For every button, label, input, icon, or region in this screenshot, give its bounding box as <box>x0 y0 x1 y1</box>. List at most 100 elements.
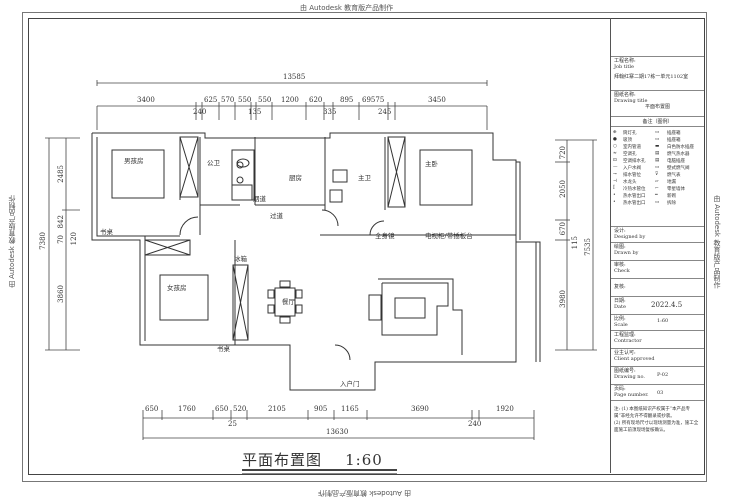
room-label-desk-1: 书桌 <box>100 228 113 236</box>
legend-label: 空调孔 <box>623 152 637 157</box>
note-1: 注: (1) 本图纸知识产权属于“本产品专属”非经允许不得翻录或抄袭。 <box>614 407 691 419</box>
scale-value: 1:60 <box>657 318 669 324</box>
dim-bottom-seg: 1920 <box>496 405 514 413</box>
legend-symbol: ⊸ <box>613 172 617 177</box>
legend-label: 吸顶 <box>623 138 632 143</box>
dim-right-seg: 670 <box>559 222 567 236</box>
drawing-title-label: 图纸名称: <box>614 92 636 98</box>
room-label-public-bath: 公卫 <box>207 159 220 167</box>
contractor-section: 工程监理: Contractor <box>611 330 704 348</box>
job-title-value: 拜翰红寨二期17栋一单元1102室 <box>614 74 689 80</box>
legend-label: 燃气热水器 <box>667 152 690 157</box>
dim-bottom-seg: 650 <box>145 405 159 413</box>
contractor-label-en: Contractor <box>614 338 642 344</box>
room-label-kitchen: 厨房 <box>289 174 302 182</box>
legend-label: 插座箱 <box>667 138 681 143</box>
dim-left-seg: 2485 <box>57 165 65 183</box>
legend-label: 拆除 <box>667 201 676 206</box>
dim-bottom-overall: 13630 <box>326 428 349 436</box>
room-label-girl-room: 女孩房 <box>167 284 187 292</box>
dim-left-seg: 120 <box>70 232 78 246</box>
legend-label: 热水管出口 <box>623 201 646 206</box>
room-label-corridor: 过道 <box>270 212 283 220</box>
drawing-title-section: 图纸名称: Drawing title 平面布置图 <box>611 90 704 116</box>
legend-label: 白色防水插座 <box>667 145 694 150</box>
date-section: 日期: Date 2022.4.5 <box>611 296 704 314</box>
room-label-desk-2: 书桌 <box>217 345 230 353</box>
legend-label: 零星墙体 <box>667 187 685 192</box>
legend-symbol: ⊣ <box>613 179 617 184</box>
legend-symbol: • <box>613 200 616 205</box>
title-underline-thin <box>242 473 397 474</box>
legend-symbol: ▤ <box>655 158 660 163</box>
page-label: 页码: <box>614 386 626 392</box>
dim-bottom-sub: 240 <box>468 420 482 428</box>
legend-symbol: ○ <box>613 144 617 149</box>
dim-top-seg: 620 <box>309 96 323 104</box>
room-label-boy-room: 男孩房 <box>124 157 144 165</box>
dim-top-sub: 245 <box>378 108 392 116</box>
job-title-label-en: Job title <box>614 64 634 70</box>
legend-symbol: ⊡ <box>613 158 617 163</box>
dim-bottom-seg: 3690 <box>411 405 429 413</box>
dim-top-seg: 550 <box>258 96 272 104</box>
legend-symbol: Ǐ <box>613 186 615 191</box>
drawing-no-label: 图纸编号: <box>614 368 636 374</box>
dim-right-seg: 720 <box>559 146 567 160</box>
page-value: 03 <box>657 390 664 396</box>
legend-symbol: ▭ <box>655 137 660 142</box>
notes-section: 注: (1) 本图纸知识产权属于“本产品专属”非经允许不得翻录或抄袭。 (2) … <box>611 400 704 473</box>
legend-label: 室内管道 <box>623 145 641 150</box>
check-label-en: Check <box>614 268 630 274</box>
legend-label: 插座箱 <box>667 131 681 136</box>
legend-symbol: ▭ <box>655 130 660 135</box>
legend-grid: ⊕筒灯孔▭插座箱●吸顶▭插座箱○室内管道▬白色防水插座≈空调孔▤燃气热水器⊡空调… <box>611 127 704 209</box>
legend-symbol: ⌐ <box>655 186 659 191</box>
legend-symbol: ▭ <box>655 200 660 205</box>
check-label: 审核: <box>614 262 626 268</box>
drawing-no-value: P-02 <box>657 372 669 378</box>
revise-label: 复核: <box>614 284 626 290</box>
drawing-no-section: 图纸编号: Drawing no. P-02 <box>611 366 704 384</box>
scale-label: 比例: <box>614 316 626 322</box>
legend-label: 水龙头 <box>623 180 637 185</box>
room-label-smoke-duct: 烟道 <box>253 195 266 203</box>
dim-right-seg: 115 <box>571 236 579 250</box>
legend-symbol: ▤ <box>655 151 660 156</box>
remarks-header: 备注（图例） <box>611 116 704 126</box>
dim-top-sub: 335 <box>323 108 337 116</box>
room-label-master-bed: 主卧 <box>425 160 438 168</box>
designed-by-label: 设计: <box>614 228 626 234</box>
dim-top-seg: 895 <box>340 96 354 104</box>
legend-label: 新砌 <box>667 194 676 199</box>
legend-section: ⊕筒灯孔▭插座箱●吸顶▭插座箱○室内管道▬白色防水插座≈空调孔▤燃气热水器⊡空调… <box>611 126 704 226</box>
client-label-en: Client approved <box>614 356 655 362</box>
dim-top-seg: 3450 <box>428 96 446 104</box>
drawing-title-value: 平面布置图 <box>644 104 670 110</box>
client-section: 业主认可: Client approved <box>611 348 704 366</box>
dim-bottom-seg: 2105 <box>268 405 286 413</box>
dim-top-seg: 3400 <box>137 96 155 104</box>
date-label: 日期: <box>614 298 626 304</box>
room-label-tv-cabinet: 电视柜/带插板台 <box>425 232 473 240</box>
watermark-right: 由 Autodesk 教育版产品制作 <box>713 195 721 289</box>
dim-right-seg: 3980 <box>559 290 567 308</box>
dim-bottom-sub: 25 <box>228 420 237 428</box>
job-title-label: 工程名称: <box>614 58 636 64</box>
page-section: 页码: Page number. 03 <box>611 384 704 400</box>
dim-top-sub: 240 <box>193 108 207 116</box>
legend-label: 壁式燃气阀 <box>667 166 690 171</box>
drawing-scale: 1:60 <box>345 451 383 469</box>
dim-top-sub: 135 <box>248 108 262 116</box>
dim-bottom-seg: 1165 <box>341 405 359 413</box>
legend-symbol: ⊕ <box>613 130 617 135</box>
legend-label: 燃气表 <box>667 173 681 178</box>
outer-frame <box>22 12 707 482</box>
drawing-border <box>28 18 705 475</box>
dim-top-seg: 570 <box>221 96 235 104</box>
dim-top-overall: 13585 <box>283 73 306 81</box>
room-label-dressing-mirror: 全身镜 <box>375 232 395 240</box>
dim-right-seg: 2050 <box>559 180 567 198</box>
room-label-entrance: 入户门 <box>340 380 360 388</box>
